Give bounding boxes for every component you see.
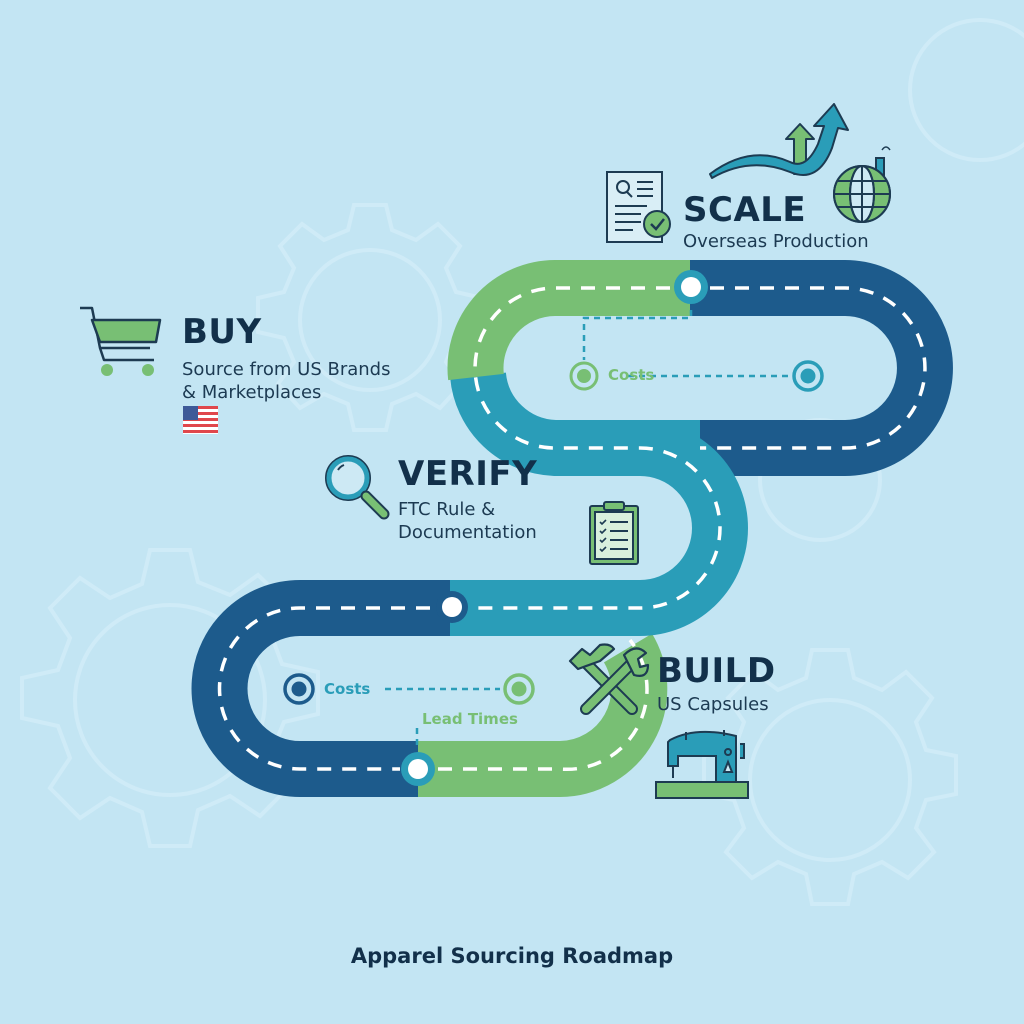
stage-verify: VERIFY FTC Rule & Documentation — [398, 457, 537, 544]
shopping-cart-icon — [80, 306, 162, 376]
stage-build: BUILD US Capsules — [657, 654, 776, 717]
globe-factory-icon — [833, 146, 891, 223]
growth-arrows-icon — [709, 103, 849, 179]
road-node[interactable] — [674, 270, 708, 304]
road-segment-green-lower — [418, 633, 668, 797]
gear-icon — [908, 18, 1024, 162]
gear-icon — [256, 203, 484, 432]
marker-dark-blue-target[interactable] — [283, 673, 315, 705]
clipboard-checklist-icon — [589, 501, 639, 565]
lower-costs-label: Costs — [324, 680, 371, 698]
us-flag-icon — [183, 406, 218, 434]
upper-marker-connectors — [582, 310, 792, 378]
lower-marker-connectors — [385, 687, 500, 745]
stage-title: BUILD — [657, 651, 776, 691]
stage-title: SCALE — [683, 190, 807, 230]
marker-teal-target[interactable] — [792, 360, 824, 392]
roadmap-title: Apparel Sourcing Roadmap — [350, 944, 674, 968]
document-check-icon — [606, 171, 671, 243]
gear-icon — [702, 648, 958, 906]
stage-title: BUY — [182, 312, 262, 352]
road-segment-dark-blue-upper — [690, 260, 953, 476]
stage-subtitle: FTC Rule & Documentation — [398, 499, 537, 543]
lead-times-label: Lead Times — [422, 710, 518, 728]
road-node[interactable] — [401, 752, 435, 786]
background-gears — [20, 18, 1024, 906]
marker-green-target[interactable] — [569, 361, 599, 391]
road-node[interactable] — [436, 591, 468, 623]
stage-title: VERIFY — [398, 454, 538, 494]
stage-subtitle: Overseas Production — [683, 231, 869, 252]
magnifying-glass-icon — [325, 455, 390, 520]
stage-subtitle: US Capsules — [657, 694, 769, 715]
upper-costs-label: Costs — [608, 366, 655, 384]
road-center-dashes — [217, 286, 927, 772]
stage-subtitle: Source from US Brands & Marketplaces — [182, 359, 391, 403]
stage-buy: BUY Source from US Brands & Marketplaces — [182, 315, 390, 404]
sewing-machine-icon — [655, 730, 749, 799]
stage-scale: SCALE Overseas Production — [683, 193, 869, 254]
hammer-wrench-icon — [568, 643, 650, 715]
marker-green-target[interactable] — [503, 673, 535, 705]
